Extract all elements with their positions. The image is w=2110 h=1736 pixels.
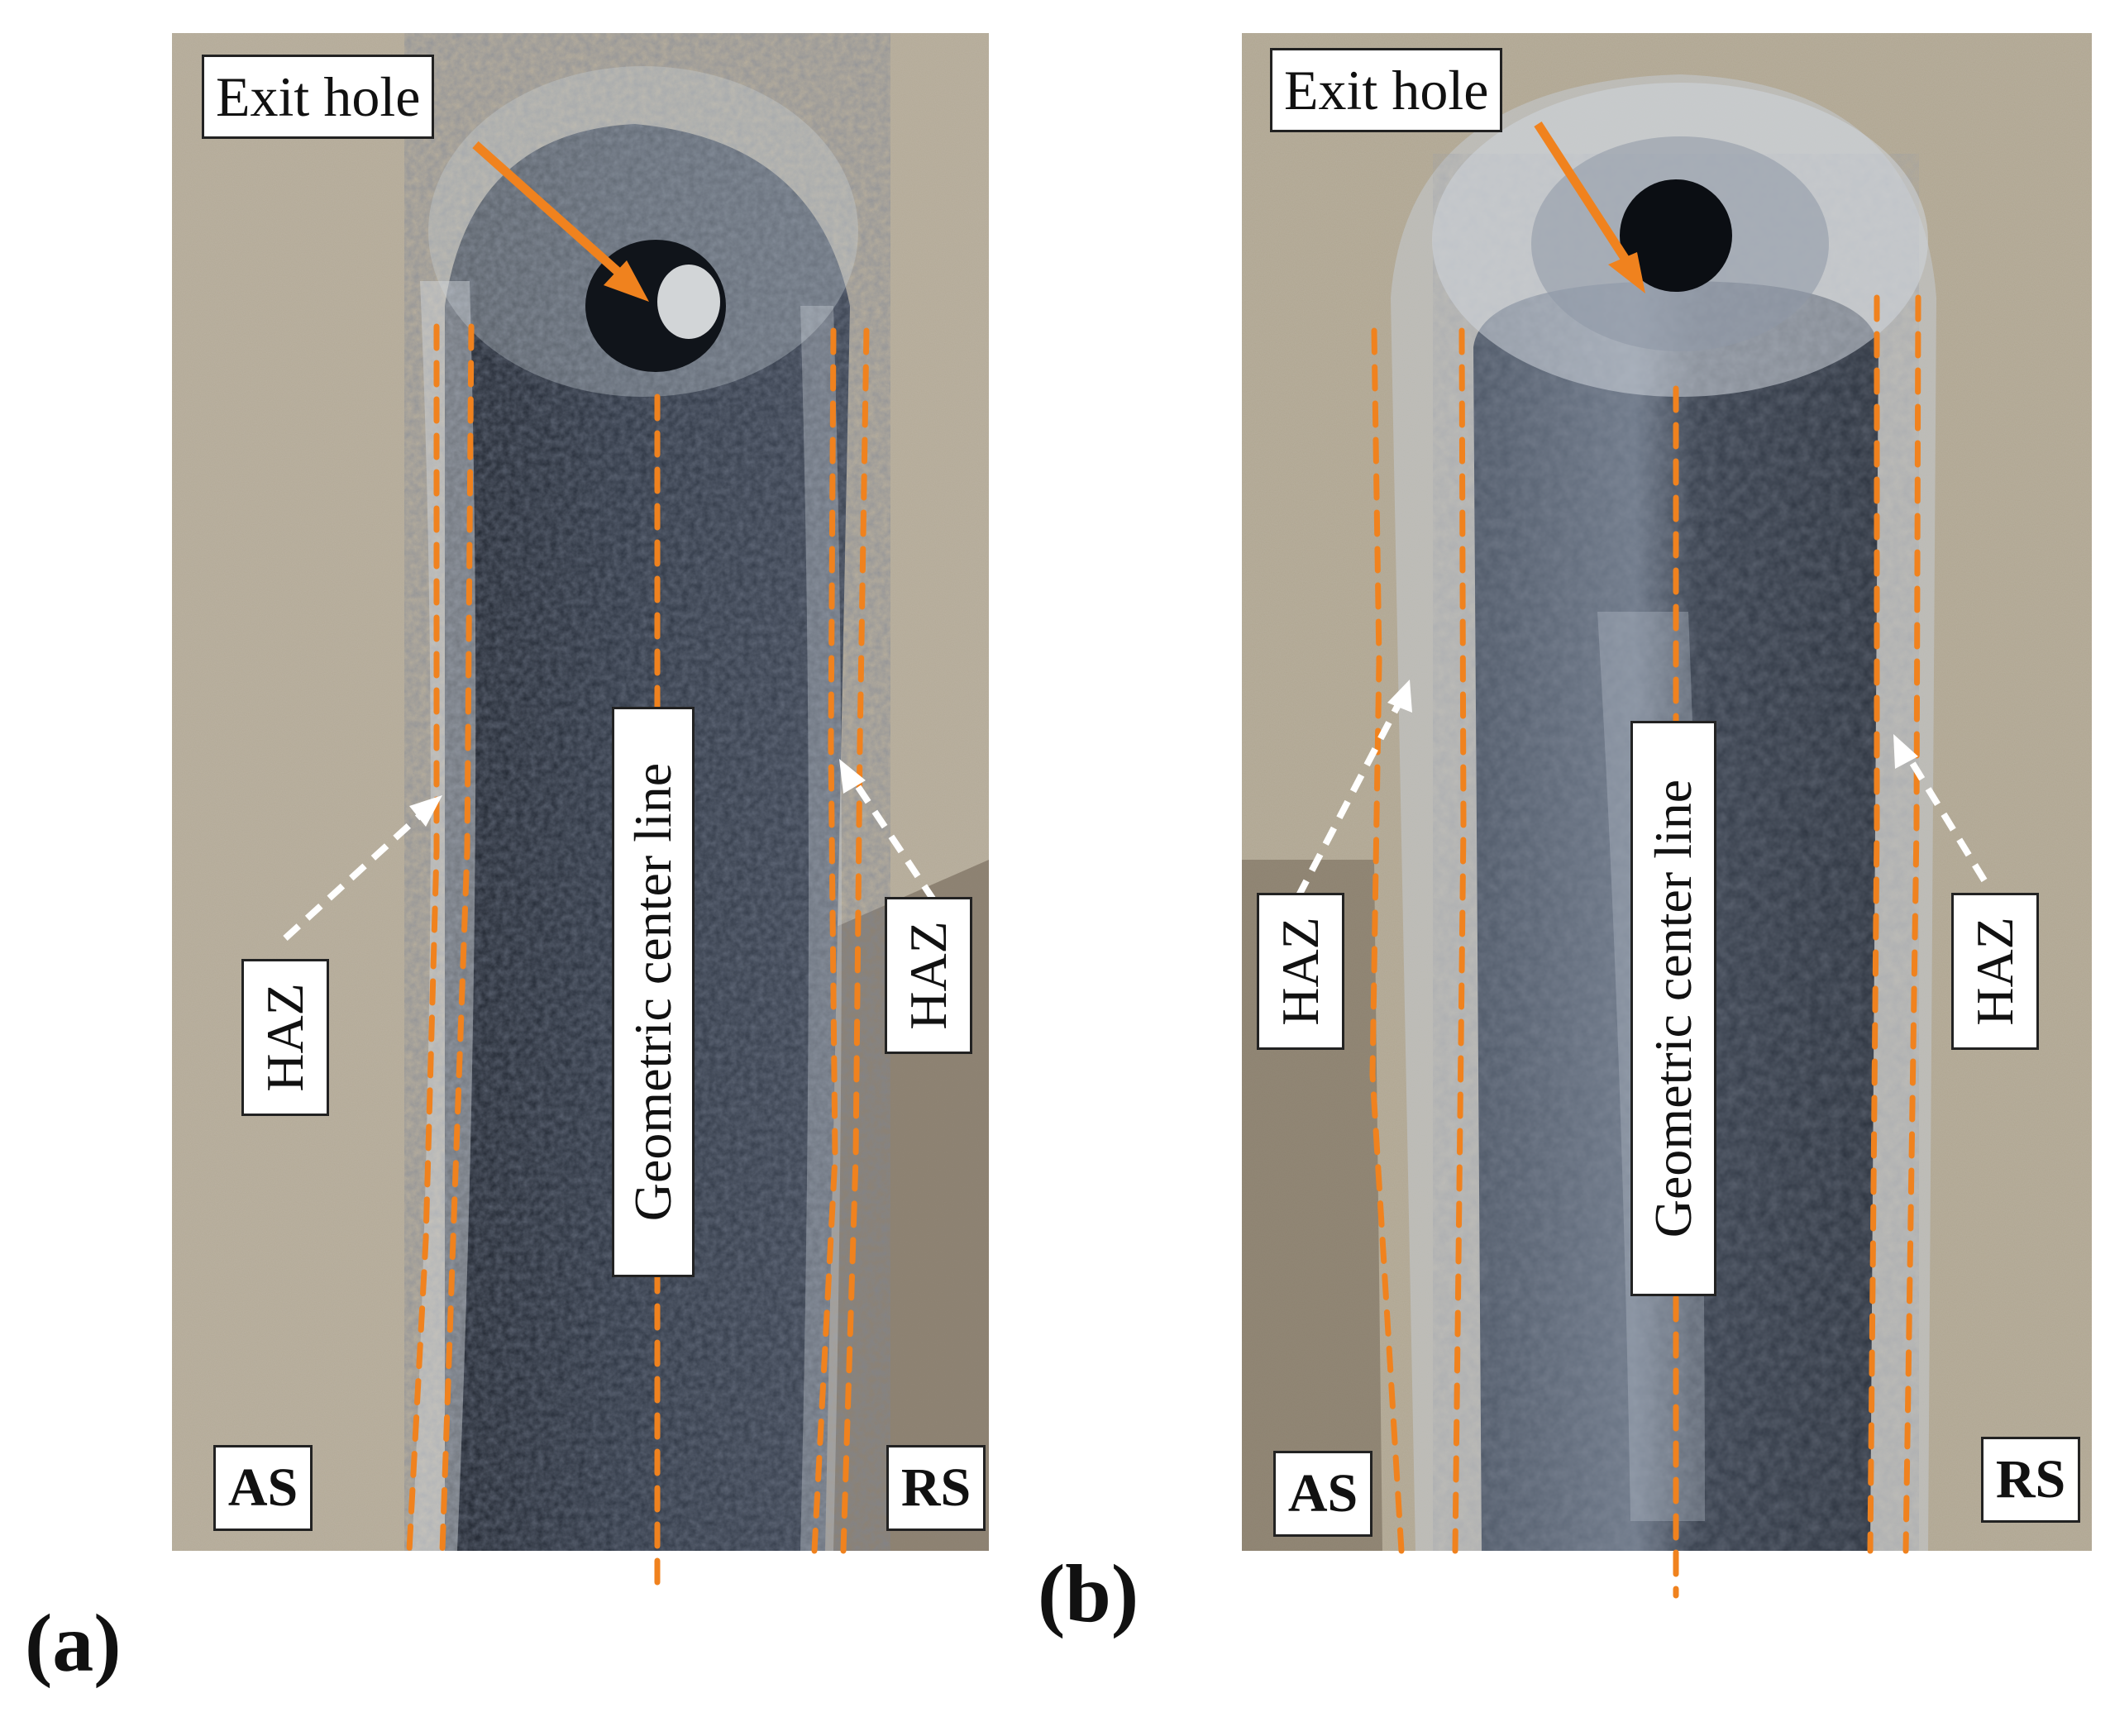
geometric-center-line-label: Geometric center line	[612, 707, 695, 1277]
haz-label-left: HAZ	[241, 959, 329, 1116]
haz-label-left: HAZ	[1257, 893, 1344, 1050]
exit-hole-label: Exit hole	[1270, 48, 1503, 132]
retreating-side-label: RS	[1981, 1437, 2080, 1523]
panel-caption-a: (a)	[25, 1597, 122, 1689]
advancing-side-label: AS	[1273, 1451, 1372, 1537]
exit-hole-label: Exit hole	[202, 55, 435, 139]
haz-label-right: HAZ	[1951, 893, 2039, 1050]
haz-label-right: HAZ	[885, 897, 972, 1054]
weld-photo-a	[172, 33, 989, 1551]
geometric-center-line-label: Geometric center line	[1630, 721, 1716, 1296]
panel-caption-b: (b)	[1038, 1548, 1139, 1639]
advancing-side-label: AS	[213, 1445, 313, 1531]
retreating-side-label: RS	[886, 1445, 986, 1531]
